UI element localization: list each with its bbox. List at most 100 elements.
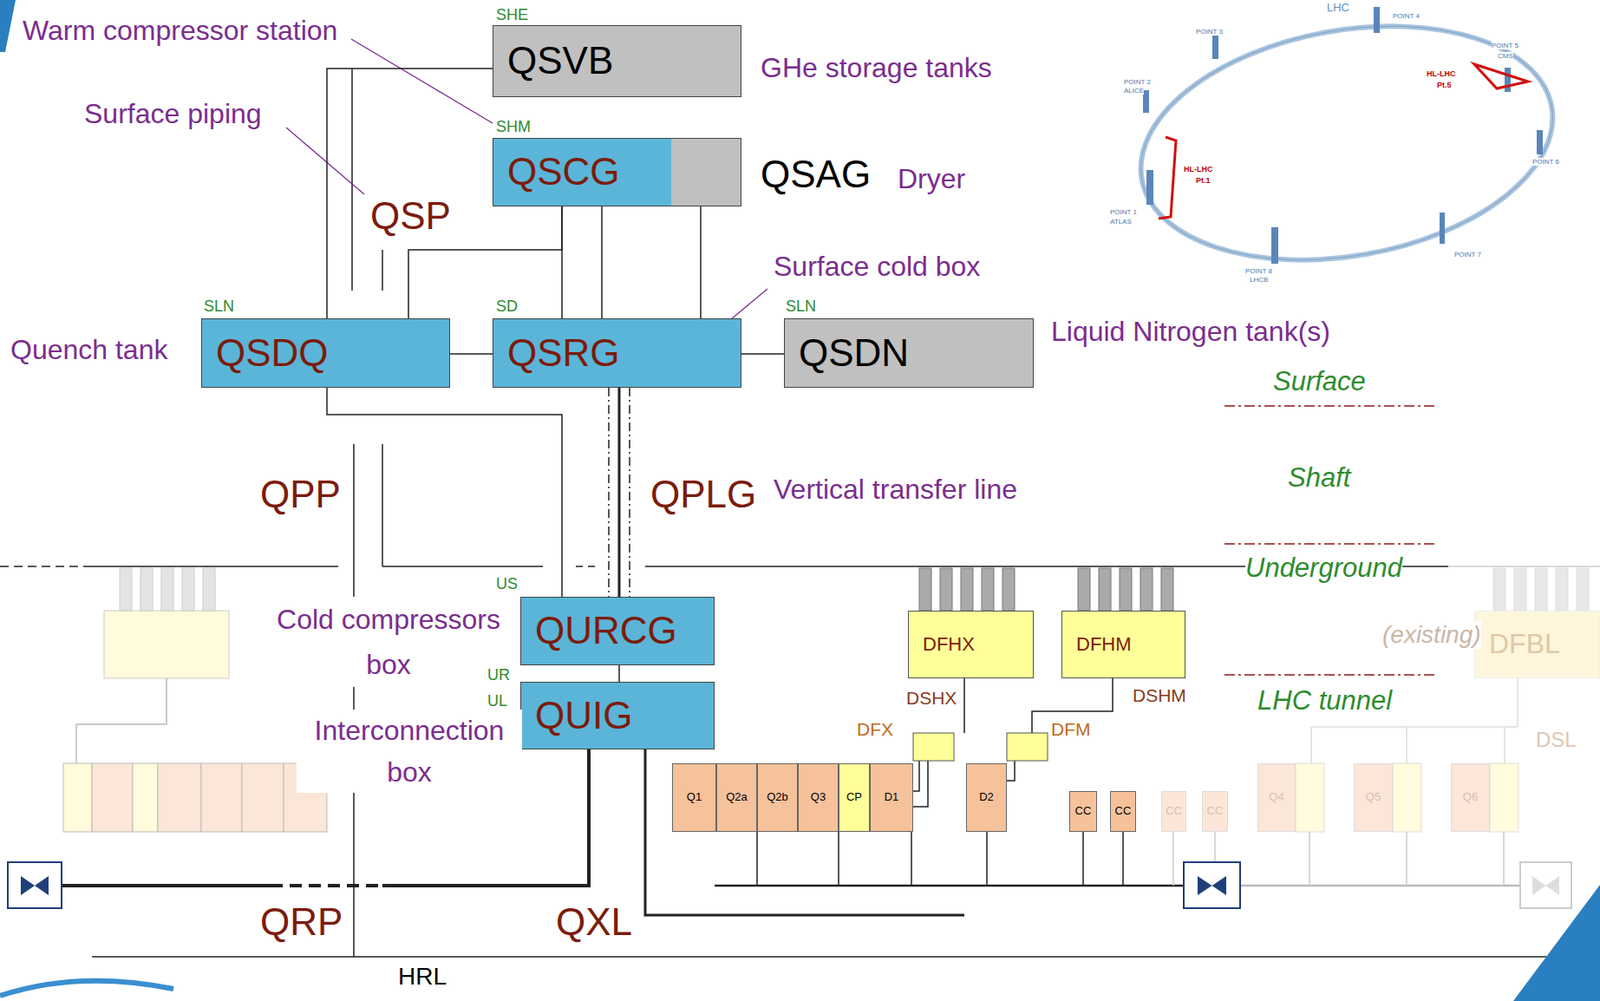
annotation-label: SHM — [496, 117, 531, 137]
annotation-label: UL — [487, 692, 508, 711]
valve-symbol — [1532, 875, 1560, 895]
magnet-box: D1 — [869, 763, 914, 832]
map-label: ATLAS — [1110, 217, 1132, 226]
equipment-box: QSRG — [492, 318, 742, 388]
box-label: CP — [846, 790, 863, 804]
equipment-box: QSDQ — [201, 318, 451, 388]
shaft-marker — [1504, 67, 1511, 92]
equipment-box: QURCG — [520, 596, 715, 666]
map-label: POINT 1 — [1110, 208, 1137, 216]
pin — [960, 568, 974, 611]
map-label: POINT 2 — [1123, 78, 1151, 86]
box-label: Q6 — [1462, 790, 1478, 804]
shaft-marker — [1536, 130, 1543, 155]
magnet-box: CC — [1161, 790, 1187, 832]
valve-symbol — [1197, 875, 1227, 895]
valve-symbol — [1520, 862, 1572, 908]
pipe-connector — [741, 352, 784, 355]
annotation-label: Dryer — [897, 163, 966, 196]
annotation-label: QXL — [555, 900, 633, 945]
small-boxes — [913, 732, 1048, 761]
annotation-label: DSL — [1535, 727, 1577, 752]
header-line — [270, 883, 383, 888]
box-label: QUIG — [535, 694, 633, 737]
pin — [981, 568, 994, 611]
valves — [7, 862, 1572, 908]
magnet-box: Q6 — [1450, 763, 1490, 832]
pin — [1077, 568, 1091, 611]
faded-magnet — [63, 763, 92, 832]
pipe-connector — [618, 665, 621, 682]
pipe — [352, 444, 355, 957]
equipment-box: QSCG — [492, 137, 742, 207]
map-label: POINT 3 — [1195, 27, 1223, 36]
magnet-box: Q1 — [672, 763, 717, 832]
pin — [182, 568, 195, 611]
ground-line — [86, 565, 1449, 568]
pipes — [0, 68, 1600, 957]
hrl-line — [91, 955, 1547, 958]
pipe-connector — [326, 387, 562, 597]
equipment-box: DFHM — [1061, 610, 1186, 679]
annotation-label: US — [496, 574, 518, 594]
shaft-marker — [1373, 6, 1380, 33]
annotation-label: Quench tank — [10, 333, 168, 366]
equipment-box: QSVB — [492, 25, 742, 98]
annotation-label: Underground — [1245, 552, 1403, 584]
box-label: CC — [1165, 804, 1183, 817]
annotation-label: Warm compressor station — [22, 14, 338, 47]
ground-line — [1448, 565, 1600, 568]
box-label: DFHM — [1076, 633, 1132, 655]
box-label: QURCG — [535, 609, 678, 652]
equipment-box: DFBL — [1474, 610, 1600, 679]
faded-magnet — [1295, 763, 1325, 832]
level-line — [1224, 673, 1437, 676]
faded-magnet — [91, 763, 133, 832]
annotation-label: QPP — [260, 472, 341, 517]
annotation-label: SLN — [203, 297, 235, 316]
box-label: Q1 — [686, 790, 702, 804]
box-label: Q3 — [810, 790, 826, 804]
pipe-connector — [600, 206, 603, 319]
hl-lhc-mark — [1474, 64, 1529, 89]
pin — [940, 568, 953, 611]
annotation-label: GHe storage tanks — [760, 52, 993, 85]
pin — [1514, 568, 1527, 611]
leader-line — [286, 127, 365, 195]
faded-magnet — [241, 763, 284, 832]
pin — [1161, 568, 1174, 611]
pin — [1555, 568, 1568, 611]
corner-bar — [0, 0, 16, 53]
box-label: QSDQ — [215, 332, 329, 374]
box-label: QSCG — [507, 150, 621, 193]
magnet-box: Q2b — [757, 763, 798, 832]
annotation-label: Liquid Nitrogen tank(s) — [1051, 315, 1331, 348]
drop-line — [757, 831, 1124, 886]
box-label: QSRG — [507, 332, 621, 374]
equipment-box: QUIG — [520, 681, 715, 750]
pin — [1098, 568, 1111, 611]
lhc-map — [1122, 0, 1572, 291]
equipment-box: QSDN — [783, 318, 1034, 388]
pipe — [381, 249, 384, 291]
pin — [1140, 568, 1153, 611]
annotation-label: QSAG — [760, 152, 871, 197]
magnet-box: Q5 — [1353, 763, 1393, 832]
feedbox — [913, 732, 954, 761]
box-label: DFBL — [1488, 628, 1561, 660]
shaft-marker — [1146, 169, 1154, 205]
magnet-box: Q3 — [797, 763, 839, 832]
annotation-label: DSHX — [906, 687, 957, 709]
annotation-label: SHE — [496, 6, 529, 25]
magnet-box: Q4 — [1257, 763, 1296, 832]
pin — [1534, 568, 1548, 611]
annotation-label: QSP — [370, 194, 451, 239]
magnet-box: Q2a — [716, 763, 758, 832]
annotation-label: Shaft — [1287, 462, 1351, 494]
ground-line — [575, 565, 599, 568]
box-label: QSVB — [507, 39, 614, 82]
shafts — [1142, 6, 1543, 264]
faded-box — [104, 610, 229, 679]
map-label: POINT 8 — [1245, 267, 1273, 275]
